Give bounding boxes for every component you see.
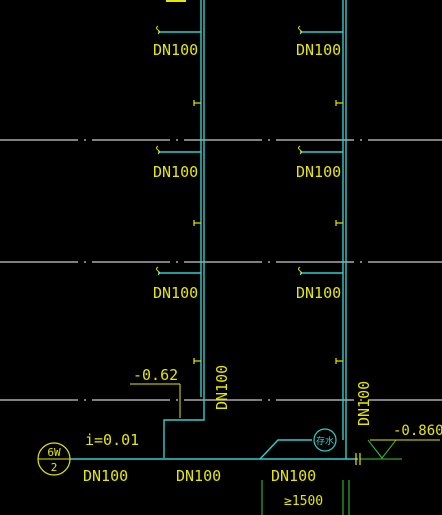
- distance-dimension: [261, 480, 350, 515]
- cleanout-marks: [193, 100, 343, 364]
- pipes: [70, 0, 358, 460]
- trap-symbol-text: 存水: [316, 435, 334, 447]
- drain-size-label-2: DN100: [176, 467, 221, 485]
- elevation-left: -0.62: [133, 366, 178, 384]
- riser-left-base: [163, 397, 205, 458]
- well-tag-top: 6W: [47, 446, 61, 459]
- elevation-marker-left: [130, 383, 181, 418]
- pipe-size-label: DN100: [296, 163, 341, 181]
- drain-size-label-3: DN100: [271, 467, 316, 485]
- slope-label: i=0.01: [85, 431, 139, 449]
- well-tag: 6W 2: [37, 442, 71, 476]
- riser-left-size-label: DN100: [213, 365, 231, 410]
- trap-branch: [259, 439, 312, 460]
- drain-size-label-1: DN100: [83, 467, 128, 485]
- well-tag-bottom: 2: [51, 461, 58, 474]
- elevation-marker-right: [360, 439, 440, 460]
- trap-icon: 存水: [313, 428, 337, 452]
- fixture-traps: [156, 25, 302, 276]
- pipe-size-label: DN100: [153, 284, 198, 302]
- pipe-end-mark: [355, 453, 361, 465]
- riser-right-size-label: DN100: [355, 381, 373, 426]
- pipe-size-label: DN100: [296, 284, 341, 302]
- min-distance-label: ≥1500: [284, 494, 323, 509]
- elevation-right: -0.860: [393, 423, 442, 439]
- pipe-size-label: DN100: [153, 41, 198, 59]
- pipe-size-label: DN100: [153, 163, 198, 181]
- floor-lines: [0, 139, 442, 401]
- pipe-size-label: DN100: [296, 41, 341, 59]
